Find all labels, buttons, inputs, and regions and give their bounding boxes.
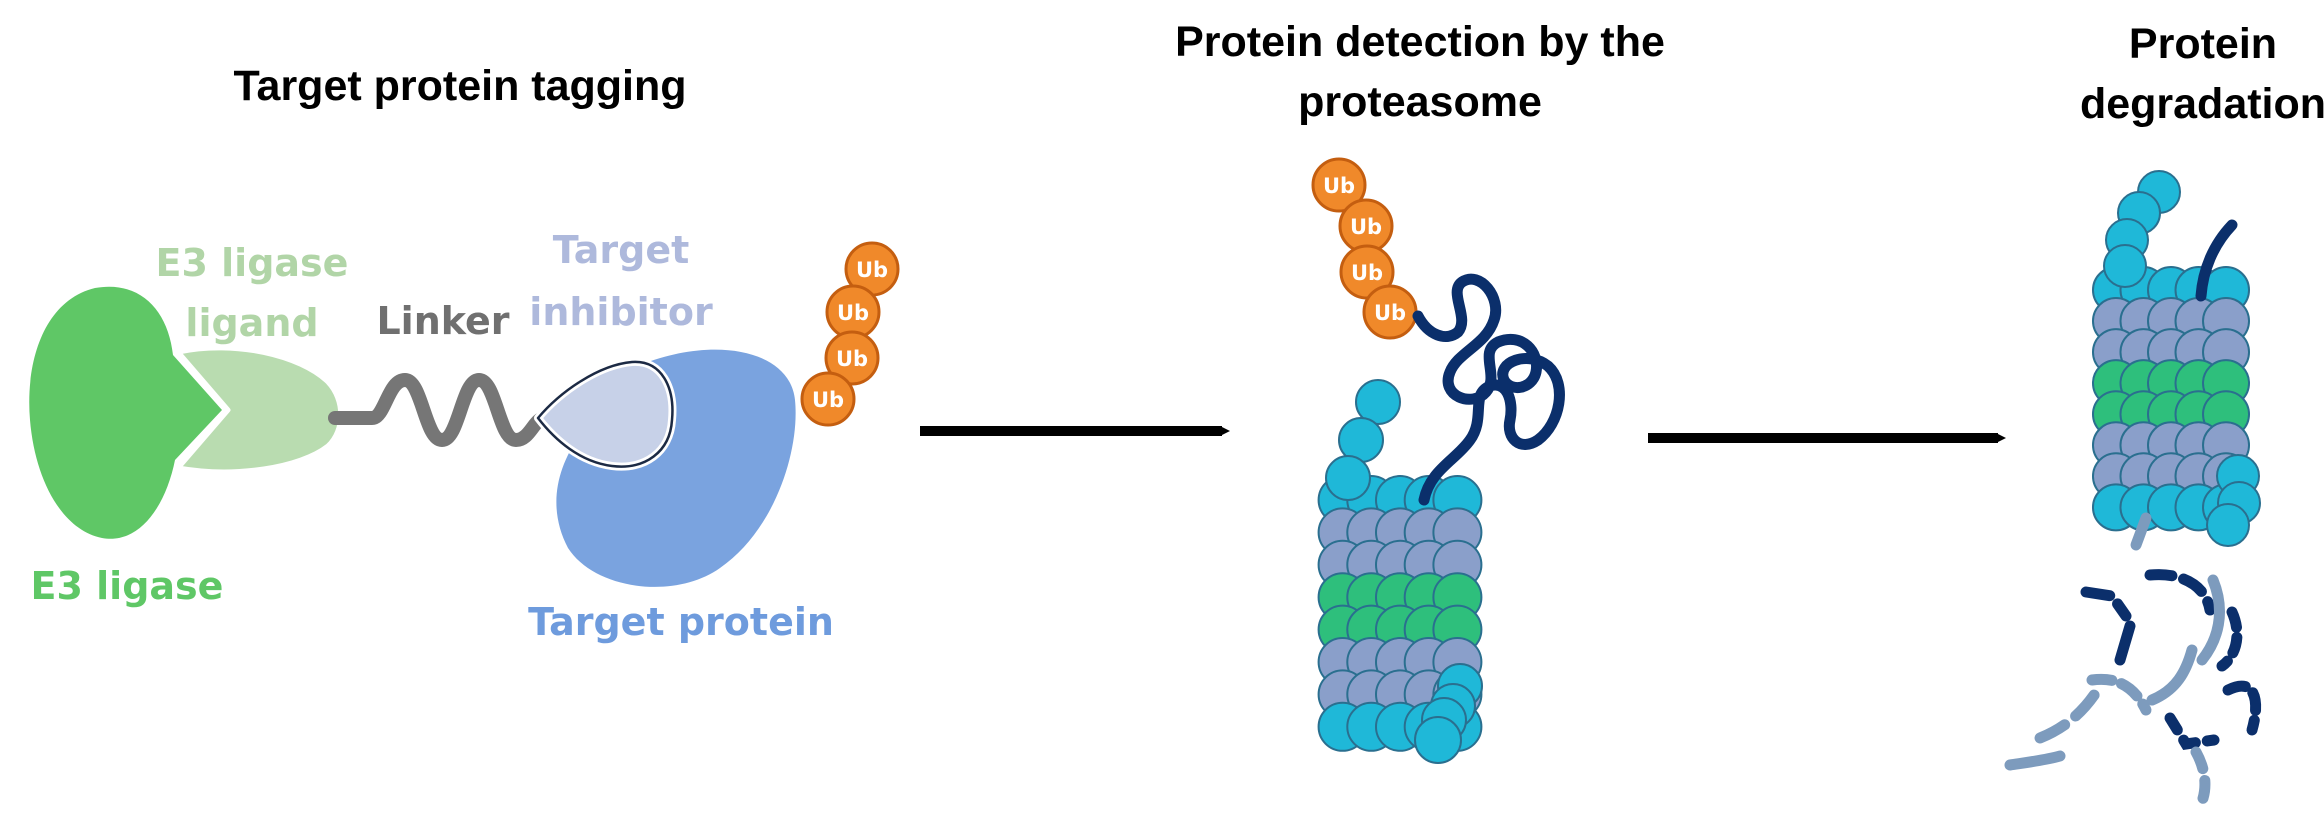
peptide-fragment	[2114, 620, 2136, 666]
svg-text:Ub: Ub	[1374, 301, 1406, 325]
label-e3-ligase: E3 ligase	[31, 564, 224, 608]
ubiquitin-bead: Ub	[1339, 244, 1395, 300]
peptide-fragment	[2196, 574, 2225, 666]
ubiquitin-chain-tagging: Ub Ub Ub Ub	[800, 241, 900, 427]
proteasome-cap-bead	[1414, 716, 1462, 764]
proteasome-cap-bead	[1325, 455, 1371, 501]
proteasome-cap-bead	[1355, 379, 1401, 425]
peptide-fragment	[2216, 606, 2243, 672]
e3-ligase-shape	[29, 286, 223, 539]
proteasome-degradation	[2091, 170, 2261, 547]
panel-title-detection-line2: proteasome	[1298, 78, 1542, 126]
svg-text:Ub: Ub	[837, 301, 869, 325]
label-target-inhibitor-line1: Target	[553, 228, 690, 272]
target-inhibitor-shape	[534, 357, 677, 471]
label-linker: Linker	[376, 299, 509, 343]
peptide-fragment	[2004, 750, 2066, 771]
svg-text:Ub: Ub	[812, 388, 844, 412]
proteasome-cap-bead	[2103, 244, 2147, 288]
panel-title-degradation-line2: degradation	[2080, 80, 2324, 128]
unfolded-protein-chain	[1412, 273, 1565, 506]
svg-text:Ub: Ub	[1350, 215, 1382, 239]
proteasome-cap-bead	[2206, 503, 2250, 547]
svg-text:Ub: Ub	[1351, 261, 1383, 285]
svg-text:Ub: Ub	[836, 347, 868, 371]
peptide-fragment	[2034, 680, 2106, 744]
ubiquitin-bead: Ub	[844, 241, 900, 297]
panel-title-detection-line1: Protein detection by the	[1175, 18, 1665, 66]
label-e3-ligase-ligand-line2: ligand	[185, 301, 318, 345]
ubiquitin-bead: Ub	[800, 371, 856, 427]
ubiquitin-bead: Ub	[825, 284, 881, 340]
peptide-fragment	[2086, 673, 2152, 716]
peptide-fragment	[2146, 644, 2198, 706]
label-e3-ligase-ligand-line1: E3 ligase	[156, 241, 349, 285]
ubiquitin-bead: Ub	[1311, 157, 1367, 213]
peptide-fragment	[2164, 712, 2220, 750]
panel-title-degradation-line1: Protein	[2129, 20, 2277, 68]
label-target-protein: Target protein	[528, 600, 834, 644]
ubiquitin-chain-detection: Ub Ub Ub Ub	[1311, 157, 1418, 340]
peptide-fragment	[2222, 680, 2262, 736]
peptide-fragment	[2144, 569, 2216, 616]
panel-title-tagging: Target protein tagging	[233, 62, 686, 110]
peptide-fragments	[2004, 512, 2262, 812]
ubiquitin-bead: Ub	[1338, 198, 1394, 254]
peptide-fragment	[2130, 512, 2152, 551]
peptide-entering-proteasome	[2195, 219, 2238, 302]
peptide-fragment	[2080, 586, 2132, 622]
linker-shape	[328, 373, 572, 447]
ubiquitin-bead: Ub	[824, 330, 880, 386]
svg-text:Ub: Ub	[856, 258, 888, 282]
svg-text:Ub: Ub	[1323, 174, 1355, 198]
proteasome-detection	[1317, 379, 1483, 764]
ubiquitin-bead: Ub	[1362, 284, 1418, 340]
peptide-fragment	[2190, 746, 2211, 812]
label-target-inhibitor-line2: inhibitor	[529, 290, 713, 334]
